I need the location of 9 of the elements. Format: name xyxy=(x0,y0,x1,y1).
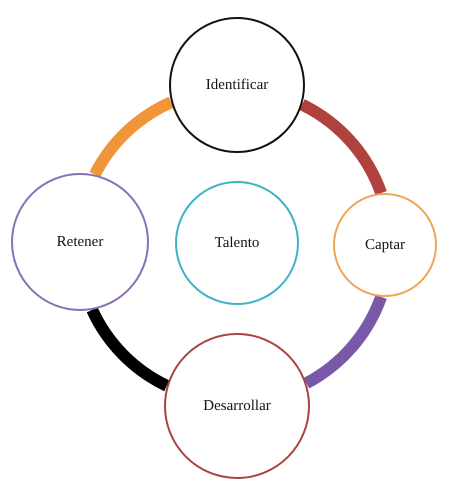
arc-connector xyxy=(303,294,387,388)
arc-connector xyxy=(90,96,174,178)
node-label: Retener xyxy=(56,234,104,250)
arc-connector xyxy=(86,307,170,392)
node-label: Identificar xyxy=(206,76,268,94)
arc-connector xyxy=(299,99,387,196)
node-label: Talento xyxy=(214,234,260,252)
node-label: Desarrollar xyxy=(203,398,271,414)
node-label: Captar xyxy=(365,236,405,254)
